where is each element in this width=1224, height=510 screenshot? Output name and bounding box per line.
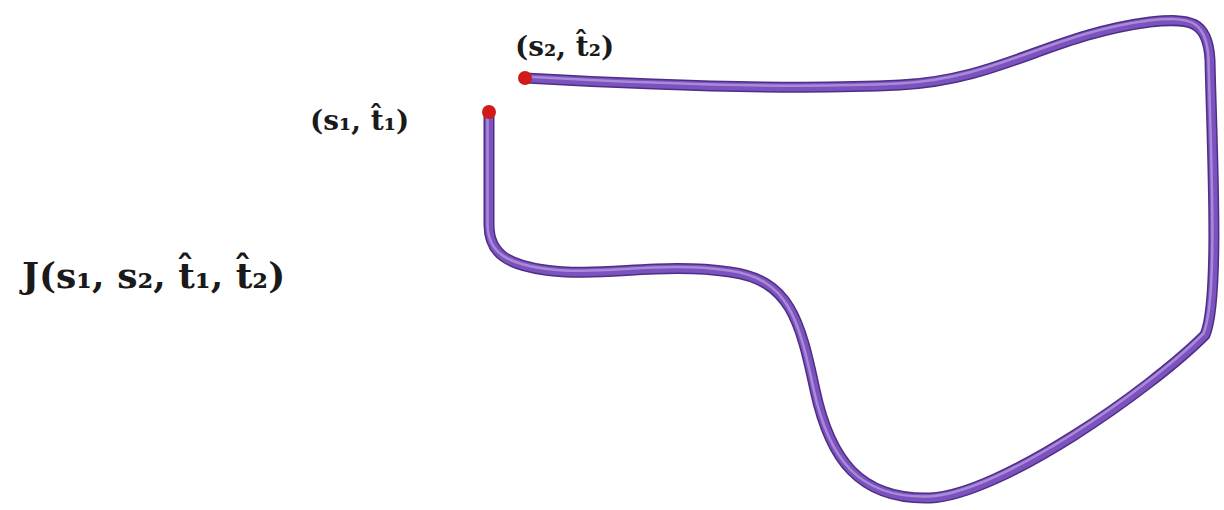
endpoint-dot <box>518 71 532 85</box>
tube-body <box>489 21 1214 499</box>
endpoint-label: (s₁, t̂₁) <box>310 104 409 138</box>
tube-highlight <box>488 19 1213 497</box>
endpoint-label: (s₂, t̂₂) <box>515 30 614 64</box>
function-label: J(s₁, s₂, t̂₁, t̂₂) <box>22 254 285 297</box>
endpoint-dot <box>482 105 496 119</box>
tube-shadow <box>489 21 1214 499</box>
